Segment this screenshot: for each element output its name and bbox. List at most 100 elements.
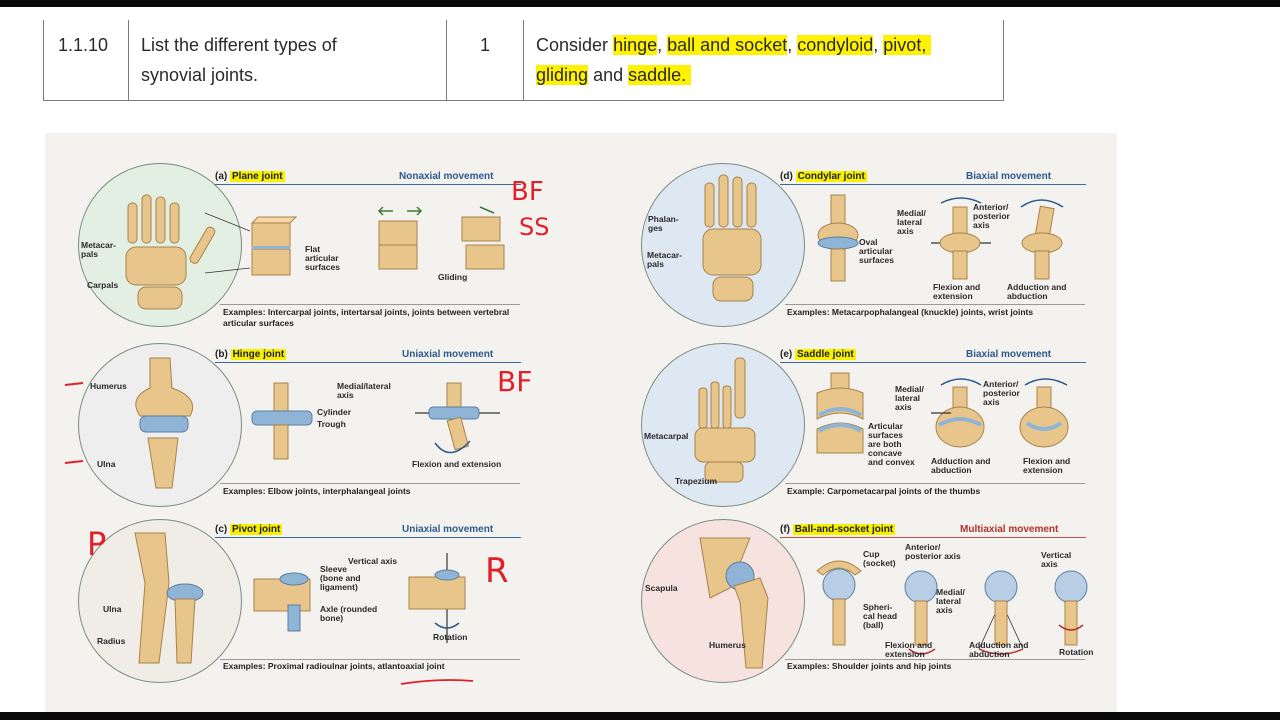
- hinge-examples-rule: [220, 483, 520, 484]
- label-ball-rotation: Rotation: [1059, 647, 1094, 657]
- condylar-examples-rule: [785, 304, 1085, 305]
- guidance-gliding: gliding: [536, 65, 589, 85]
- label-trapezium: Trapezium: [675, 476, 718, 486]
- condylar-hand-illustration: [702, 174, 762, 302]
- pivot-examples: Examples: Proximal radioulnar joints, at…: [223, 661, 445, 671]
- hinge-joint-title: (b) Hinge joint: [215, 349, 287, 360]
- label-ball-humerus: Humerus: [709, 640, 746, 650]
- handwritten-p-pivot: P: [87, 525, 107, 563]
- table-row: 1.1.10 List the different types of synovi…: [43, 20, 1004, 101]
- label-vertical-axis: Vertical axis: [348, 556, 398, 566]
- label-metacarpals: Metacar- pals: [81, 240, 116, 259]
- label-radius: Radius: [97, 636, 126, 646]
- guidance-condyloid: condyloid: [797, 35, 874, 55]
- label-condylar-ap-axis: Anterior/ posterior axis: [973, 202, 1010, 230]
- pivot-examples-rule: [220, 659, 520, 660]
- panel-condylar-joint: (d) Condylar joint Biaxial movement Phal…: [635, 133, 1115, 333]
- ball-flexion-model: [904, 570, 938, 655]
- label-ulna: Ulna: [97, 459, 116, 469]
- label-scapula: Scapula: [645, 583, 678, 593]
- label-pivot-ulna: Ulna: [103, 604, 122, 614]
- label-saddle-flexion: Flexion and extension: [1023, 456, 1071, 475]
- handwritten-underline-atlantoaxial: [400, 679, 474, 685]
- label-condylar-adduction: Adduction and abduction: [1007, 282, 1067, 301]
- guidance-pivot: pivot: [883, 35, 922, 55]
- label-gliding: Gliding: [438, 272, 468, 282]
- pivot-rotation-model: [408, 553, 466, 643]
- ball-socket-model: [816, 560, 862, 646]
- condylar-adduction-model: [1020, 199, 1064, 280]
- plane-examples: Examples: Intercarpal joints, intertarsa…: [223, 307, 510, 328]
- label-saddle-ml-axis: Medial/ lateral axis: [895, 384, 924, 412]
- handwritten-bf-hinge: BF: [497, 365, 533, 398]
- label-carpals: Carpals: [87, 280, 119, 290]
- handwritten-ss-plane: SS: [519, 213, 550, 241]
- guidance-consider: Consider: [536, 35, 609, 55]
- pivot-joint-title: (c) Pivot joint: [215, 524, 283, 535]
- guidance-saddle: saddle: [628, 65, 682, 85]
- label-hinge-axis: Medial/lateral axis: [337, 381, 391, 400]
- top-black-bar: [0, 0, 1280, 7]
- hinge-flexion-model: [415, 382, 500, 454]
- saddle-examples: Example: Carpometacarpal joints of the t…: [787, 486, 981, 496]
- label-ball-ap-axis: Anterior/ posterior axis: [905, 542, 961, 561]
- label-ball-adduction: Adduction and abduction: [969, 640, 1029, 659]
- objective-line-2: synovial joints.: [141, 65, 259, 85]
- label-articular-surfaces: Articular surfaces are both concave and …: [868, 421, 915, 467]
- panel-ball-socket-joint: (f) Ball-and-socket joint Multiaxial mov…: [635, 513, 1115, 703]
- condylar-title-rule: [780, 184, 1086, 185]
- assessment-objective-table: 1.1.10 List the different types of synovi…: [43, 20, 1004, 101]
- ball-examples-rule: [785, 659, 1085, 660]
- label-condylar-ml-axis: Medial/ lateral axis: [897, 208, 926, 236]
- label-condylar-metacarpals: Metacar- pals: [647, 250, 682, 269]
- label-trough: Trough: [317, 419, 346, 429]
- handwritten-bf-plane: BF: [511, 177, 544, 207]
- label-flexion-extension: Flexion and extension: [412, 459, 502, 469]
- pivot-title-rule: [215, 537, 521, 538]
- panel-pivot-joint: (c) Pivot joint Uniaxial movement Ulna R…: [45, 513, 545, 683]
- plane-callout-line: [204, 212, 251, 274]
- handwritten-dashes: [64, 382, 84, 464]
- label-condylar-flexion: Flexion and extension: [933, 282, 981, 301]
- gliding-block-model-2: [461, 206, 505, 270]
- label-ball-flexion: Flexion and extension: [885, 640, 933, 659]
- label-rotation: Rotation: [433, 632, 468, 642]
- plane-joint-title: (a) Plane joint: [215, 171, 285, 182]
- label-spherical-head: Spheri- cal head (ball): [863, 602, 898, 630]
- label-saddle-ap-axis: Anterior/ posterior axis: [983, 379, 1020, 407]
- saddle-surfaces-model: [816, 372, 864, 454]
- condylar-flexion-model: [931, 197, 991, 280]
- label-ball-ml-axis: Medial/ lateral axis: [936, 587, 965, 615]
- condylar-joint-title: (d) Condylar joint: [780, 171, 867, 182]
- saddle-title-rule: [780, 362, 1086, 363]
- synovial-joints-figure: (a) Plane joint Nonaxial movement Metaca…: [45, 133, 1117, 712]
- ball-socket-title: (f) Ball-and-socket joint: [780, 524, 896, 535]
- hand-bones-illustration: [125, 194, 216, 310]
- ball-socket-examples: Examples: Shoulder joints and hip joints: [787, 661, 952, 671]
- plane-examples-rule: [220, 304, 520, 305]
- objective-number: 1.1.10: [43, 20, 129, 101]
- ball-socket-movement: Multiaxial movement: [960, 524, 1059, 535]
- condylar-oval-model: [817, 194, 859, 282]
- guidance-and: and: [593, 65, 624, 85]
- plane-block-model: [250, 216, 298, 276]
- label-sleeve: Sleeve (bone and ligament): [320, 564, 361, 592]
- label-ball-vertical-axis: Vertical axis: [1041, 550, 1072, 569]
- hinge-title-rule: [215, 362, 521, 363]
- ball-rotation-model: [1054, 570, 1088, 646]
- objective-text: List the different types of synovial join…: [128, 20, 447, 101]
- forearm-bones-illustration: [134, 532, 204, 664]
- condylar-joint-movement: Biaxial movement: [966, 171, 1052, 182]
- thumb-bones-illustration: [694, 357, 756, 483]
- label-flat-surfaces: Flat articular surfaces: [305, 244, 340, 272]
- elbow-bones-illustration: [135, 357, 194, 489]
- objective-guidance: Consider hinge, ball and socket, condylo…: [523, 20, 1004, 101]
- saddle-joint-title: (e) Saddle joint: [780, 349, 856, 360]
- ball-adduction-model: [978, 570, 1024, 655]
- guidance-ball-and-socket: ball and socket: [667, 35, 788, 55]
- plane-joint-movement: Nonaxial movement: [399, 171, 494, 182]
- label-humerus: Humerus: [90, 381, 127, 391]
- saddle-joint-movement: Biaxial movement: [966, 349, 1052, 360]
- objective-line-1: List the different types of: [141, 35, 337, 55]
- label-axle: Axle (rounded bone): [320, 604, 378, 623]
